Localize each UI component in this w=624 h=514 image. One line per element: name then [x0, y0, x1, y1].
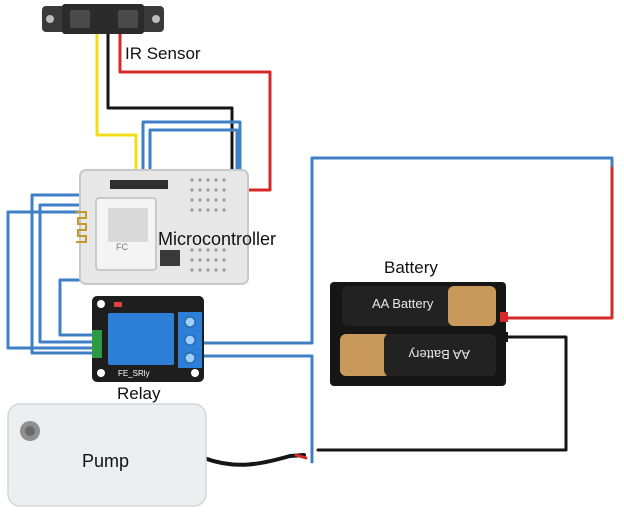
wire-blue-2 — [148, 128, 239, 202]
wire-blue-1 — [141, 120, 242, 192]
battery-cell-top-label: AA Battery — [372, 296, 434, 311]
pump-cable — [202, 453, 306, 467]
battery-holder: AA Battery AA Battery — [330, 282, 508, 386]
relay-terminal-3 — [184, 352, 196, 364]
wire-red-ir — [118, 30, 272, 192]
wire-blue-relay-battery — [198, 156, 614, 345]
mcu-chip — [160, 250, 180, 266]
wire-black-ir — [106, 30, 234, 187]
relay-pin-header — [92, 330, 102, 358]
microcontroller-board: FC — [76, 169, 249, 285]
microcontroller-label: Microcontroller — [158, 229, 277, 249]
relay-mount-hole-tl — [97, 300, 105, 308]
battery-cell-bottom-tan — [340, 334, 390, 376]
pump-cable-red-end — [294, 453, 308, 460]
relay-terminal-2 — [184, 334, 196, 346]
relay-terminal-1 — [184, 316, 196, 328]
battery-cell-bottom: AA Battery — [340, 334, 496, 376]
battery-cell-top: AA Battery — [342, 286, 496, 326]
relay-led — [114, 302, 122, 307]
breadboard-holes — [190, 178, 226, 272]
battery-cell-bottom-label: AA Battery — [408, 347, 470, 362]
battery-cell-bottom-black — [384, 334, 496, 376]
relay-model-text: FE_SRly — [118, 369, 150, 378]
mcu-mark: FC — [116, 242, 128, 252]
wire-red-battery — [504, 166, 614, 320]
ir-sensor — [42, 4, 164, 34]
relay-label: Relay — [117, 384, 161, 403]
wire-black-battery — [316, 335, 568, 452]
pin-header-top — [110, 180, 168, 189]
relay-mount-hole-bl — [97, 369, 105, 377]
battery-terminal-minus — [500, 332, 508, 342]
ir-receiver — [118, 10, 138, 28]
pump — [7, 403, 207, 507]
esp-shield — [108, 208, 148, 242]
wire-blue-relay-pump — [198, 354, 314, 464]
battery-cell-top-black — [342, 286, 454, 326]
ir-sensor-label: IR Sensor — [125, 44, 201, 63]
pump-body — [7, 403, 207, 507]
relay-mount-hole-br — [191, 369, 199, 377]
battery-label: Battery — [384, 258, 438, 277]
relay-cube — [108, 313, 174, 365]
pump-outlet-inner — [25, 426, 35, 436]
battery-cell-top-tan — [448, 286, 496, 326]
antenna-trace — [76, 211, 87, 243]
ir-emitter — [70, 10, 90, 28]
battery-terminal-plus — [500, 312, 508, 322]
pump-label: Pump — [82, 451, 130, 471]
wire-yellow-ir — [95, 30, 138, 187]
relay-module: FE_SRly — [92, 296, 204, 382]
ir-sensor-hole-right — [152, 15, 160, 23]
ir-sensor-hole-left — [46, 15, 54, 23]
